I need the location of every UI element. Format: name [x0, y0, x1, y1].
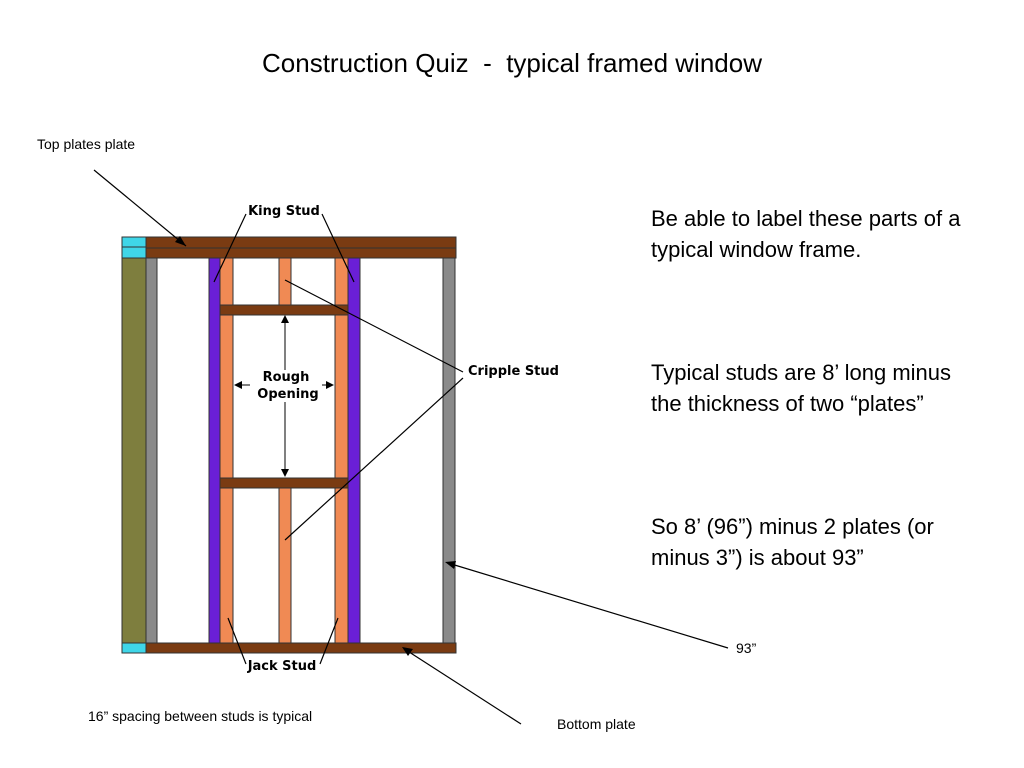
cripple-stud-bottom — [278, 487, 292, 644]
note-stud-length: Typical studs are 8’ long minus the thic… — [651, 360, 951, 416]
leader-cripple-top — [284, 279, 464, 373]
header — [219, 304, 349, 316]
top-plates-label: Top plates plate — [37, 136, 136, 152]
leader-lines — [93, 169, 729, 725]
jack-stud-label: Jack Stud — [247, 659, 317, 674]
slide-title: Construction Quiz - typical framed windo… — [262, 48, 762, 78]
dimension-label: 93” — [736, 640, 757, 656]
cripple-stud-label: Cripple Stud — [468, 364, 559, 379]
rough-opening-label-2: Opening — [257, 387, 318, 402]
spacing-note: 16” spacing between studs is typical — [88, 708, 313, 724]
rough-opening-label-1: Rough — [263, 370, 310, 385]
bottom-plate-end — [121, 642, 147, 654]
cripple-stud-top — [278, 257, 292, 306]
note-label-parts: Be able to label these parts of a typica… — [651, 206, 961, 262]
top-plate-upper — [145, 236, 457, 249]
leader-93 — [447, 562, 729, 649]
jack-stud-left — [219, 257, 234, 644]
arrow-top-plate — [175, 236, 186, 246]
bottom-plate-label: Bottom plate — [557, 716, 636, 732]
leader-king-left — [213, 213, 247, 283]
note-calculation: So 8’ (96”) minus 2 plates (or minus 3”)… — [651, 514, 934, 570]
bottom-plate — [145, 642, 457, 654]
leader-jack-left — [227, 617, 247, 665]
side-block — [121, 257, 147, 644]
end-stud-left — [145, 257, 158, 644]
leader-jack-right — [319, 617, 339, 665]
arrow-bottom-plate — [402, 647, 413, 656]
end-stud-right — [442, 257, 456, 644]
arrowheads — [175, 236, 456, 656]
sill — [219, 477, 349, 489]
arrow-93 — [445, 561, 456, 569]
king-stud-left — [208, 257, 221, 644]
king-stud-label: King Stud — [248, 204, 320, 219]
leader-top-plate — [93, 169, 187, 247]
leader-cripple-bottom — [284, 377, 464, 541]
leader-king-right — [321, 213, 355, 283]
jack-stud-right — [334, 257, 349, 644]
leader-bottom-plate — [405, 649, 522, 725]
top-plate-lower — [145, 247, 457, 259]
